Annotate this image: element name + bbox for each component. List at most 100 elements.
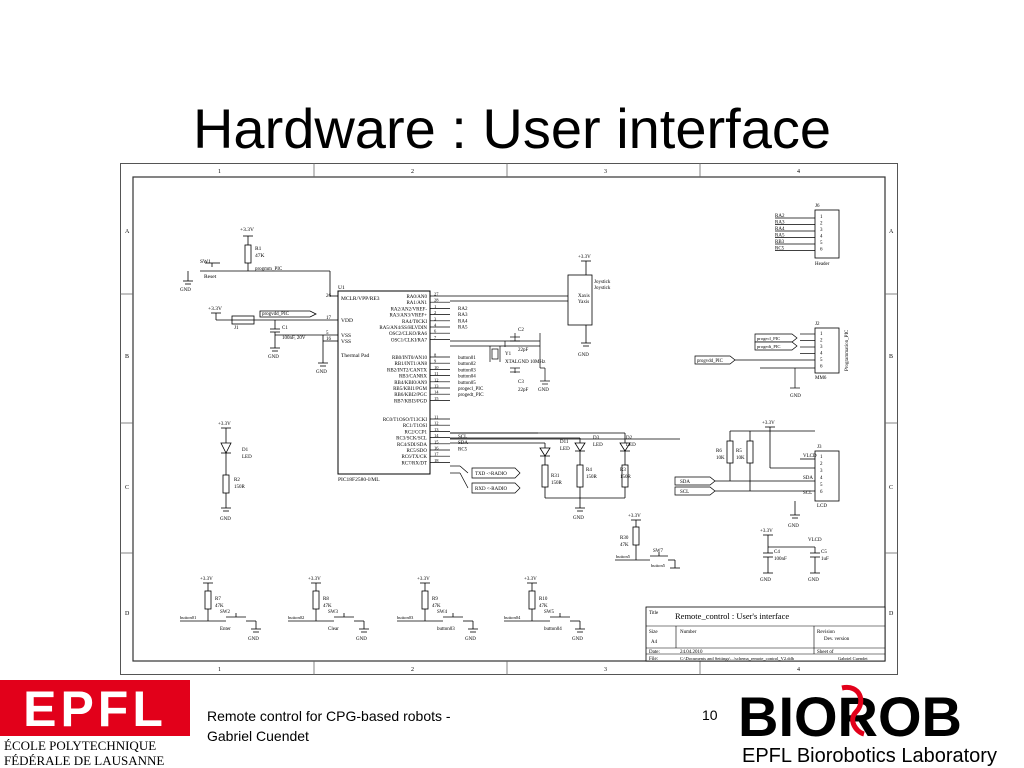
grid-col-label: 1 [218, 169, 221, 175]
svg-text:150R: 150R [551, 481, 563, 486]
mcu-pin-number: 10 [434, 365, 439, 370]
schematic-inner-border [132, 176, 886, 662]
svg-text:100nF: 100nF [774, 557, 787, 562]
net-label: button05 [458, 381, 476, 386]
svg-text:C1: C1 [282, 326, 288, 331]
mcu-pin-number: 2 [434, 310, 436, 315]
svg-text:150R: 150R [234, 485, 246, 490]
svg-text:J6: J6 [815, 204, 820, 209]
grid-row-label: A [125, 229, 130, 235]
svg-text:EPFL Biorobotics Laboratory: EPFL Biorobotics Laboratory [742, 745, 997, 767]
header-pin-number: 4 [820, 235, 823, 240]
svg-text:LED: LED [242, 455, 252, 460]
svg-text:47K: 47K [620, 543, 629, 548]
svg-text:24.04.2010: 24.04.2010 [680, 650, 703, 655]
switch-caption: Enter [220, 627, 231, 632]
grid-row-label: D [125, 611, 130, 617]
svg-text:Yaxis: Yaxis [578, 300, 589, 305]
footer-line-2: Gabriel Cuendet [207, 728, 309, 744]
mcu-pin-label: RB5/KBI1/PGM [393, 387, 427, 392]
mcu-pin-number: 5 [326, 331, 329, 336]
svg-text:C5: C5 [821, 550, 827, 555]
j2-pin-number: 4 [820, 352, 823, 357]
svg-text:progvdd_PIC: progvdd_PIC [697, 359, 723, 364]
svg-text:GND: GND [578, 353, 589, 358]
mcu-pin-label: RA2/AN2/VREF- [391, 307, 428, 312]
svg-text:150R: 150R [586, 475, 598, 480]
svg-text:R31: R31 [551, 474, 560, 479]
svg-text:A4: A4 [651, 640, 658, 645]
svg-text:SCL: SCL [803, 491, 812, 496]
button-sw7 [615, 519, 680, 569]
mcu-pin-label: RB6/KBI2/PGC [394, 393, 427, 398]
svg-text:Sheet of: Sheet of [817, 650, 834, 655]
svg-text:Size: Size [649, 630, 658, 635]
mcu-pin-number: 27 [434, 292, 439, 297]
svg-text:22pF: 22pF [518, 348, 529, 353]
header-pin-number: 2 [820, 222, 823, 227]
mcu-pin-number: 13 [434, 384, 439, 389]
mcu-pin-number: 13 [434, 427, 439, 432]
svg-text:J1: J1 [234, 326, 239, 331]
svg-text:+3.3V: +3.3V [628, 514, 641, 519]
resistor-ref: R9 [432, 597, 438, 602]
mcu-pin-number: 1 [434, 304, 436, 309]
mcu-pin-number: 17 [326, 316, 332, 321]
ground-label: GND [572, 637, 583, 642]
svg-text:D2: D2 [626, 436, 633, 441]
slide-title: Hardware : User interface [192, 97, 831, 160]
svg-text:Remote_control : User's interf: Remote_control : User's interface [675, 611, 789, 621]
mcu-pin-label: RA3/AN3/VREF+ [389, 314, 427, 319]
net-label: RA5 [458, 326, 468, 331]
j2-pin-number: 5 [820, 358, 823, 363]
led-d1 [220, 427, 232, 512]
svg-text:progmm_PIC: progmm_PIC [255, 267, 283, 272]
schematic-outer-border [120, 163, 898, 675]
svg-text:D1: D1 [242, 448, 249, 453]
mcu-pin-label: RC1/T1OSI [403, 424, 428, 429]
switch-caption: button03 [437, 627, 455, 632]
svg-text:SDA: SDA [680, 480, 690, 485]
j3-pin-number: 2 [820, 462, 823, 467]
svg-text:GND: GND [268, 355, 279, 360]
svg-text:C:\Documents and Settings\...\: C:\Documents and Settings\...\schema_rem… [680, 656, 795, 661]
svg-text:+3.3V: +3.3V [208, 306, 222, 312]
grid-row-label: D [889, 611, 894, 617]
svg-text:C3: C3 [518, 380, 524, 385]
ground-label: GND [356, 637, 367, 642]
j2-pin-number: 3 [820, 345, 823, 350]
svg-text:J3: J3 [817, 445, 822, 450]
grid-col-label: 3 [604, 169, 607, 175]
mcu-pin-label: VSS [341, 339, 351, 345]
svg-text:Xaxis: Xaxis [578, 294, 590, 299]
salamander-icon [841, 684, 865, 737]
button-net-label: button03 [397, 615, 414, 620]
resistor-ref: R10 [539, 597, 548, 602]
ground-label: GND [248, 637, 259, 642]
svg-text:GND: GND [788, 524, 799, 529]
mcu-pin-label: OSC2/CLKO/RA6 [389, 332, 428, 337]
svg-text:GND: GND [538, 388, 549, 393]
grid-row-label: B [125, 354, 129, 360]
supply-label: +3.3V [308, 577, 321, 582]
svg-text:BIOROB: BIOROB [738, 685, 962, 748]
svg-text:+3.3V: +3.3V [762, 421, 775, 426]
svg-text:Programmation_PIC: Programmation_PIC [845, 329, 850, 371]
svg-text:FÉDÉRALE DE LAUSANNE: FÉDÉRALE DE LAUSANNE [4, 753, 164, 768]
mcu-pin-number: 12 [434, 421, 439, 426]
net-label: button03 [458, 368, 476, 373]
svg-text:button5: button5 [616, 554, 631, 559]
page-number: 10 [702, 707, 718, 723]
svg-text:LED: LED [626, 443, 636, 448]
header-pin-number: 1 [820, 215, 823, 220]
net-label: RA2 [458, 307, 468, 312]
power-circuit [211, 310, 338, 367]
mcu-pin-number: 15 [434, 396, 439, 401]
grid-row-label: A [889, 229, 894, 235]
j3-pin-number: 1 [820, 455, 823, 460]
svg-text:Y1: Y1 [505, 352, 512, 357]
mcu-pin-label: VDD [341, 318, 353, 324]
svg-text:100nF, 20V: 100nF, 20V [282, 336, 306, 341]
